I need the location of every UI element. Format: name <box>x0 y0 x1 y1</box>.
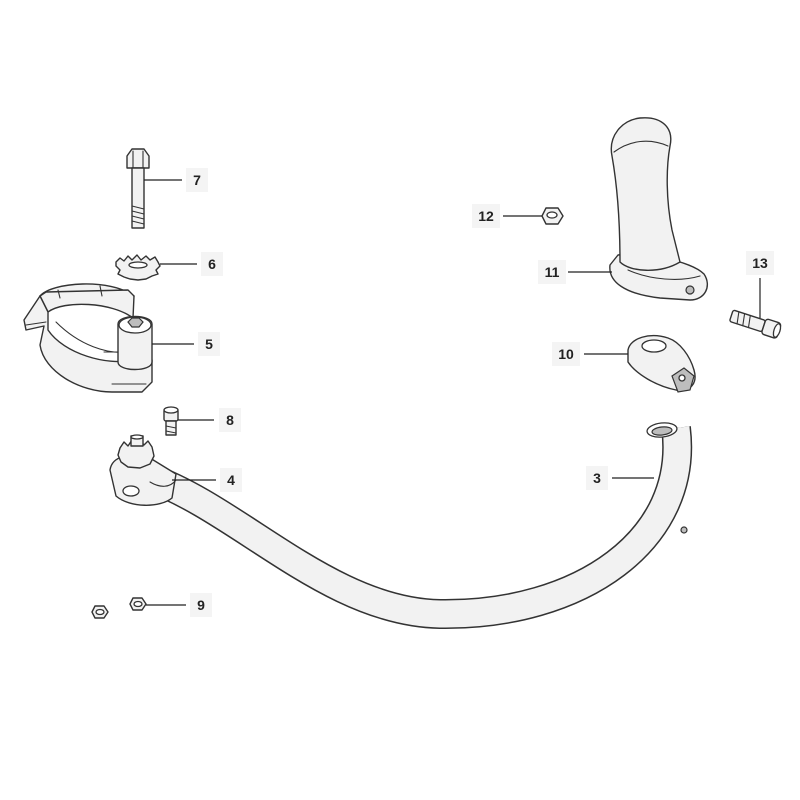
callout-13: 13 <box>746 251 774 275</box>
callout-7: 7 <box>186 168 208 192</box>
svg-text:9: 9 <box>197 597 205 613</box>
part-4-tube-socket <box>109 434 177 506</box>
part-13-socket-screw <box>729 309 782 339</box>
callout-6: 6 <box>201 252 223 276</box>
part-8-socket-screw <box>163 406 179 436</box>
svg-text:13: 13 <box>752 255 768 271</box>
callout-11: 11 <box>538 260 566 284</box>
callout-3: 3 <box>586 466 608 490</box>
callout-12: 12 <box>472 204 500 228</box>
part-11-grip <box>609 117 708 301</box>
callout-5: 5 <box>198 332 220 356</box>
svg-text:5: 5 <box>205 336 213 352</box>
callout-8: 8 <box>219 408 241 432</box>
callout-9: 9 <box>190 593 212 617</box>
svg-text:12: 12 <box>478 208 494 224</box>
callout-4: 4 <box>220 468 242 492</box>
svg-text:6: 6 <box>208 256 216 272</box>
svg-text:10: 10 <box>558 346 574 362</box>
svg-text:4: 4 <box>227 472 235 488</box>
svg-text:3: 3 <box>593 470 601 486</box>
svg-text:7: 7 <box>193 172 201 188</box>
part-7-hex-bolt <box>126 148 150 229</box>
part-10-adapter <box>627 334 696 393</box>
part-3-handle-tube <box>144 422 693 630</box>
leader-lines <box>144 179 761 606</box>
part-9-nuts <box>91 597 147 619</box>
part-6-serrated-washer <box>115 254 161 281</box>
part-12-nut <box>541 207 564 225</box>
callout-10: 10 <box>552 342 580 366</box>
svg-text:8: 8 <box>226 412 234 428</box>
svg-text:11: 11 <box>545 264 560 280</box>
part-5-clamp <box>23 283 153 393</box>
